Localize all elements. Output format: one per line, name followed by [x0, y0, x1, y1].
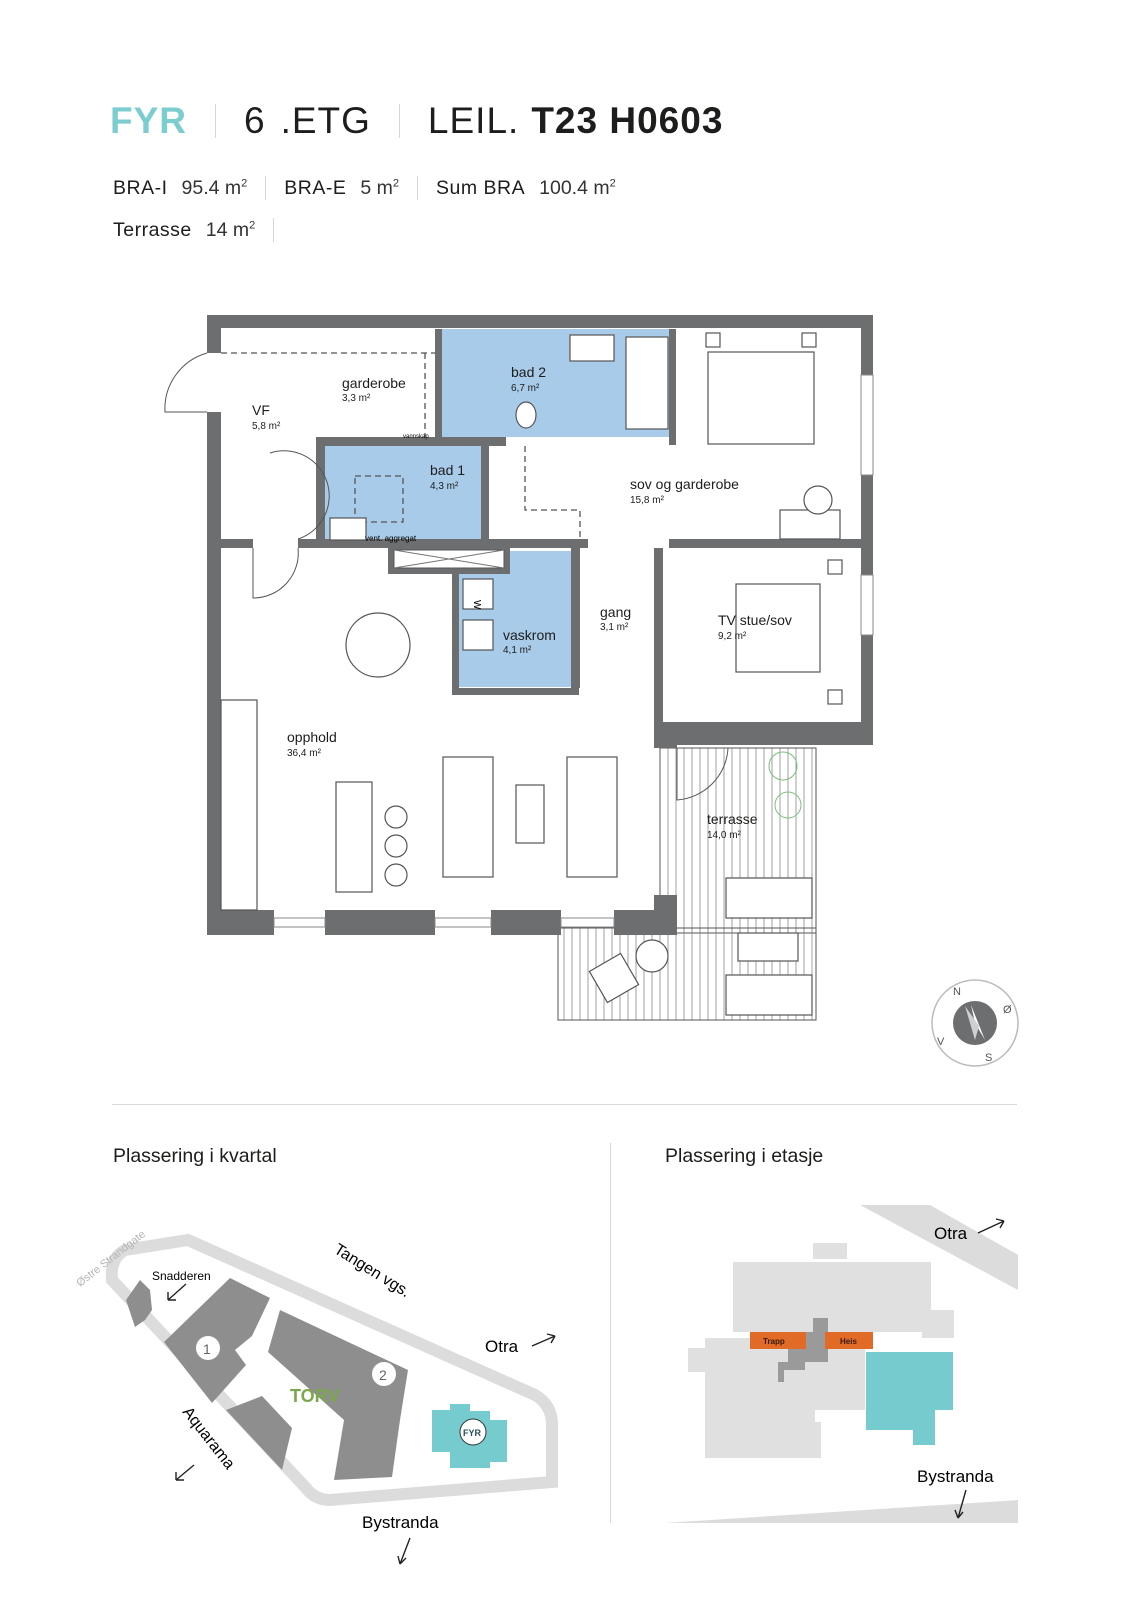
- arrow-icon: [954, 1218, 1005, 1519]
- elevator: [825, 1332, 873, 1349]
- room-name: garderobe: [342, 375, 406, 391]
- block-map: 1 2 FYR TORV Østre Strandgate Snadderen …: [74, 1228, 558, 1565]
- room-area: 3,1 m²: [600, 622, 629, 633]
- room-area: 5,8 m²: [252, 421, 281, 432]
- area-value: 14 m2: [205, 218, 256, 241]
- vannskap-label: vannskap: [403, 434, 429, 440]
- divider: [398, 104, 400, 138]
- room-name: sov og garderobe: [630, 476, 739, 492]
- svg-text:2: 2: [379, 1367, 387, 1383]
- arrow-icon: [167, 1283, 556, 1565]
- svg-text:Heis: Heis: [840, 1337, 857, 1346]
- room-area: 9,2 m²: [718, 631, 747, 642]
- floor-location-title: Plassering i etasje: [665, 1145, 824, 1167]
- svg-text:FYR: FYR: [463, 1428, 482, 1438]
- location-title: Plassering i kvartal: [113, 1145, 277, 1167]
- unit-id: T23 H0603: [531, 100, 724, 141]
- plant-icon: [768, 751, 802, 819]
- svg-text:N: N: [953, 986, 961, 998]
- svg-text:S: S: [985, 1052, 992, 1064]
- current-unit: [866, 1352, 953, 1445]
- road: [860, 1205, 1018, 1290]
- area-label: Terrasse: [113, 218, 192, 241]
- area-value: 5 m2: [360, 176, 400, 199]
- place-label: Bystranda: [917, 1467, 994, 1486]
- terrace-stats: Terrasse 14 m2: [113, 218, 292, 242]
- room-name: bad 2: [511, 364, 546, 380]
- svg-text:Ø: Ø: [1003, 1004, 1012, 1016]
- doors: [164, 352, 729, 801]
- room-name: terrasse: [707, 811, 758, 827]
- room-name: VF: [252, 402, 270, 418]
- unit-prefix: LEIL.: [427, 100, 520, 141]
- stair: [750, 1332, 806, 1349]
- page-title: FYR 6 .ETG LEIL. T23 H0603: [110, 100, 723, 142]
- washer-label: W: [471, 600, 482, 610]
- floor-plan: W vent. aggregat vannskap VF 5,8 m² gard…: [164, 315, 1019, 1067]
- svg-text:Trapp: Trapp: [763, 1337, 785, 1346]
- divider: [273, 218, 275, 242]
- room-name: vaskrom: [503, 627, 556, 643]
- room-name: opphold: [287, 729, 337, 745]
- section-divider: [112, 1104, 1017, 1105]
- room-area: 14,0 m²: [707, 830, 742, 841]
- floor-location-map: Trapp Heis Otra Bystranda: [664, 1205, 1018, 1523]
- road: [664, 1500, 1018, 1523]
- room-area: 15,8 m²: [630, 495, 665, 506]
- brand-logo: FYR: [110, 100, 187, 141]
- room-area: 4,1 m²: [503, 645, 532, 656]
- place-label: Otra: [485, 1337, 519, 1356]
- divider: [265, 176, 267, 200]
- room-area: 4,3 m²: [430, 481, 459, 492]
- room-area: 36,4 m²: [287, 748, 322, 759]
- area-label: Sum BRA: [436, 176, 526, 199]
- area-label: BRA-E: [284, 176, 347, 199]
- floor-label: .ETG: [280, 100, 371, 141]
- divider: [215, 104, 216, 138]
- room-name: gang: [600, 604, 631, 620]
- section-divider: [610, 1143, 611, 1523]
- floor-number: 6: [244, 100, 265, 141]
- building-marker-1: [196, 1336, 220, 1360]
- area-stats: BRA-I 95.4 m2 BRA-E 5 m2 Sum BRA 100.4 m…: [113, 176, 616, 200]
- vent-label: vent. aggregat: [365, 534, 417, 543]
- area-label: BRA-I: [113, 176, 168, 199]
- furniture: [220, 332, 843, 1016]
- place-label: Snadderen: [152, 1269, 211, 1283]
- torv-label: TORV: [290, 1386, 339, 1406]
- other-units: [688, 1243, 954, 1458]
- area-value: 100.4 m2: [539, 176, 616, 199]
- area-value: 95.4 m2: [181, 176, 248, 199]
- compass-icon: N Ø S V: [931, 979, 1019, 1067]
- divider: [417, 176, 419, 200]
- svg-text:1: 1: [203, 1341, 211, 1357]
- place-label: Otra: [934, 1224, 968, 1243]
- room-name: bad 1: [430, 462, 465, 478]
- svg-text:V: V: [937, 1036, 945, 1048]
- room-labels: VF 5,8 m² garderobe 3,3 m² bad 2 6,7 m² …: [252, 364, 792, 841]
- room-area: 3,3 m²: [342, 393, 371, 404]
- building-marker-2: [372, 1362, 396, 1386]
- room-name: TV stue/sov: [718, 612, 792, 628]
- room-area: 6,7 m²: [511, 383, 540, 394]
- place-label: Bystranda: [362, 1513, 439, 1532]
